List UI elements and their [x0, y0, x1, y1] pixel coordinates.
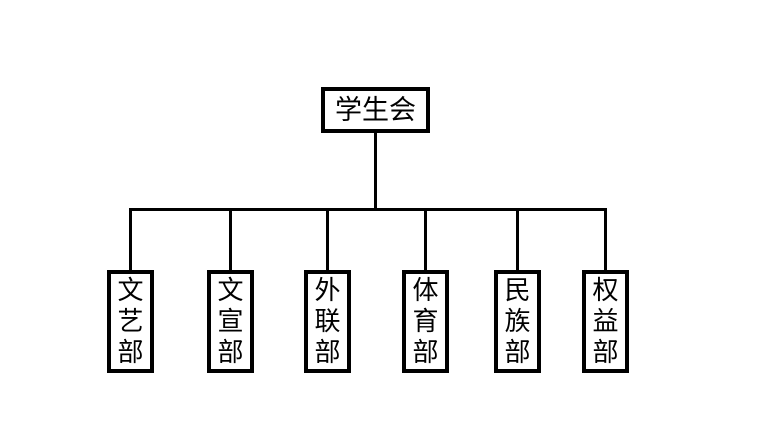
connector-root-drop: [374, 132, 377, 210]
connector-horizontal-bus: [129, 208, 607, 211]
org-node-tiyu: 体育部: [402, 270, 449, 373]
org-node-label: 外联部: [314, 276, 341, 367]
connector-drop-4: [424, 210, 427, 271]
org-node-root-label: 学生会: [335, 95, 416, 125]
org-node-label: 民族部: [504, 276, 531, 367]
org-node-label: 权益部: [592, 276, 619, 367]
org-node-wailian: 外联部: [304, 270, 351, 373]
connector-drop-6: [604, 210, 607, 271]
connector-drop-1: [129, 210, 132, 271]
org-node-root: 学生会: [321, 87, 430, 133]
org-node-wenyi: 文艺部: [107, 270, 154, 373]
org-node-minzu: 民族部: [494, 270, 541, 373]
org-node-label: 文宣部: [217, 276, 244, 367]
org-node-wenxuan: 文宣部: [207, 270, 254, 373]
connector-drop-2: [229, 210, 232, 271]
org-node-label: 文艺部: [117, 276, 144, 367]
connector-drop-5: [516, 210, 519, 271]
connector-drop-3: [326, 210, 329, 271]
org-node-quanyi: 权益部: [582, 270, 629, 373]
org-node-label: 体育部: [412, 276, 439, 367]
